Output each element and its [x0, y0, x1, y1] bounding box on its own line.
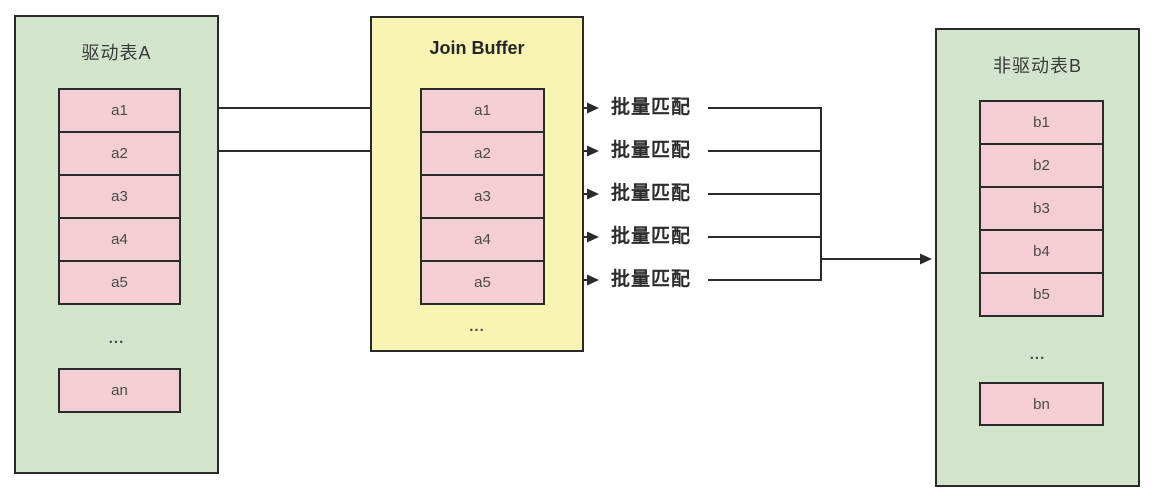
batch-match-label: 批量匹配	[611, 183, 692, 204]
batch-match-label: 批量匹配	[611, 269, 692, 290]
batch-match-label: 批量匹配	[611, 140, 692, 161]
table-row: b4	[979, 229, 1104, 274]
table-row: b3	[979, 186, 1104, 231]
table-b-rows: b1 b2 b3 b4 b5	[979, 100, 1104, 317]
table-row: b5	[979, 272, 1104, 317]
join-buffer-box: Join Buffer a1 a2 a3 a4 a5 ...	[370, 16, 584, 352]
batch-match-label: 批量匹配	[611, 97, 692, 118]
table-a-box: 驱动表A a1 a2 a3 a4 a5 ... an	[14, 15, 219, 474]
table-b-title: 非驱动表B	[992, 56, 1082, 76]
batch-match-label: 批量匹配	[611, 226, 692, 247]
table-row: an	[58, 368, 181, 413]
buffer-row: a4	[420, 217, 545, 262]
table-row: a5	[58, 260, 181, 305]
table-row: a4	[58, 217, 181, 262]
table-row: a1	[58, 88, 181, 133]
table-row: a2	[58, 131, 181, 176]
table-row: b2	[979, 143, 1104, 188]
table-a-rows: a1 a2 a3 a4 a5	[58, 88, 181, 305]
join-buffer-rows: a1 a2 a3 a4 a5	[420, 88, 545, 305]
table-row: bn	[979, 382, 1104, 426]
table-a-ellipsis: ...	[108, 330, 125, 347]
join-buffer-title: Join Buffer	[429, 38, 525, 58]
table-row: b1	[979, 100, 1104, 145]
buffer-row: a5	[420, 260, 545, 305]
table-row: a3	[58, 174, 181, 219]
buffer-row: a1	[420, 88, 545, 133]
join-buffer-ellipsis: ...	[469, 318, 485, 335]
buffer-row: a3	[420, 174, 545, 219]
table-b-box: 非驱动表B b1 b2 b3 b4 b5 ... bn	[935, 28, 1140, 487]
match-to-bracket-lines	[708, 107, 822, 281]
buffer-row: a2	[420, 131, 545, 176]
table-a-title: 驱动表A	[81, 43, 152, 63]
table-b-ellipsis: ...	[1029, 346, 1046, 363]
